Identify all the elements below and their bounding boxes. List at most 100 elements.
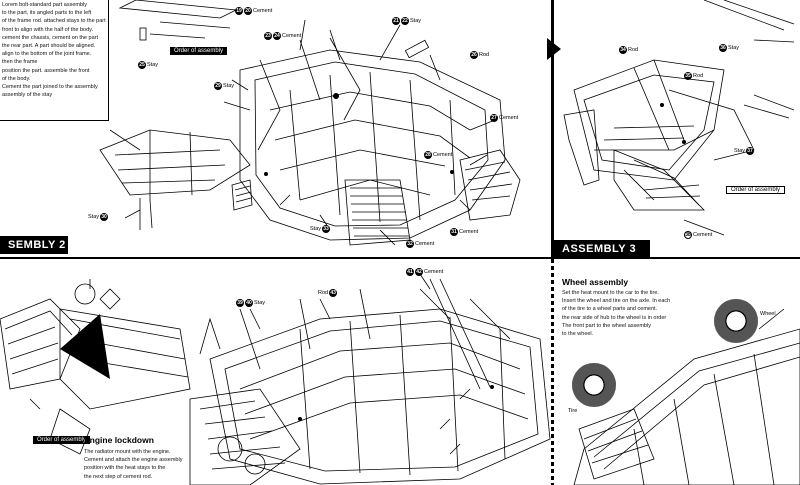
part-number-icon: 27 (490, 114, 498, 122)
callout: 35 Rod (684, 72, 703, 80)
callout: 27 Cement (490, 114, 518, 122)
part-number-icon: 36 (719, 44, 727, 52)
callout-label: Cement (253, 8, 273, 14)
note-line: of the frame rod. attached stays to the … (2, 18, 106, 25)
callout: 32 Cement (406, 240, 434, 248)
part-number-icon: 25 (138, 61, 146, 69)
note-line: cement the chassis, cement on the part (2, 34, 98, 41)
callout-label: Stay (728, 45, 740, 51)
callout-label: Tire (568, 408, 578, 414)
note-line: Cement and attach the engine assembly (84, 457, 183, 464)
part-number-icon: 21 (392, 17, 400, 25)
chassis-drawing-assembly-2 (99, 0, 521, 246)
callout-label: Stay (223, 83, 235, 89)
divider-horizontal (0, 257, 800, 259)
note-line: of the tire to a wheel parts and cement. (562, 306, 658, 313)
callout: 25 Stay (138, 61, 158, 69)
wheel-chassis-drawing (573, 308, 800, 485)
callout: 26 Rod (470, 51, 489, 59)
part-number-icon: 19 (235, 7, 243, 15)
callout-label: Cement (424, 269, 444, 275)
callout-label: Cement (499, 115, 519, 121)
callout-label: Cement (693, 232, 713, 238)
assembly-3-panel: 34 Rod 35 Rod 36 Stay Stay 37 38 Cement … (554, 0, 800, 258)
callout-label: Rod (628, 47, 639, 53)
callout-label: Stay (734, 148, 746, 154)
callout-label: Rod (479, 52, 490, 58)
part-number-icon: 29 (214, 82, 222, 90)
note-line: front to align with the half of the body… (2, 26, 94, 33)
note-line: position with the heat stays to the (84, 465, 166, 472)
callout-label: Cement (459, 229, 479, 235)
part-number-icon: 30 (100, 213, 109, 221)
note-line: the next step of cement rod. (84, 473, 153, 480)
wheel-panel: Wheel assembly Set the heat mount to the… (554, 259, 800, 485)
note-line: assembly of the stay (2, 92, 53, 99)
callout: 28 Cement (424, 151, 452, 159)
callout-label: Stay (310, 226, 322, 232)
callout-label: Cement (282, 33, 302, 39)
part-number-icon: 43 (329, 289, 338, 297)
callout: 23 24 Cement (264, 32, 301, 40)
note-line: Set the heat mount to the car to the tir… (562, 290, 659, 296)
note-line: of the body. (2, 75, 31, 82)
part-number-icon: 31 (450, 228, 458, 236)
callout: 19 20 Cement (235, 7, 272, 15)
callout: 36 Stay (719, 44, 739, 52)
callout: 39 40 Stay (236, 299, 265, 307)
engine-panel: Order of assembly Engine lockdown The ra… (0, 259, 551, 485)
part-number-icon: 33 (322, 225, 331, 233)
part-number-icon: 26 (470, 51, 478, 59)
callout: Stay 30 (88, 213, 109, 221)
callout: 21 22 Stay (392, 17, 421, 25)
note-line: then the frame (2, 59, 38, 66)
note-line: align to the bottom of the joint frame. (2, 51, 92, 58)
note-line: the rear part. A part should be aligned. (2, 43, 96, 50)
part-number-icon: 34 (619, 46, 627, 54)
part-number-icon: 22 (401, 17, 409, 25)
order-tag-right: Order of assembly (726, 186, 786, 194)
callout-label: Rod (318, 290, 329, 296)
callout: 34 Rod (619, 46, 638, 54)
callout: Wheel (760, 311, 776, 317)
order-tag-bottom: Order of assembly (33, 436, 91, 444)
callout-label: Cement (415, 241, 435, 247)
order-tag-top: Order of assembly (170, 47, 228, 55)
heading-wheel: Wheel assembly (562, 277, 629, 287)
callout-label: Rod (693, 73, 704, 79)
callout-label: Cement (433, 152, 453, 158)
part-number-icon: 42 (415, 268, 423, 276)
callout: 41 42 Cement (406, 268, 443, 276)
note-line: the rear side of hub to the wheel is in … (562, 314, 667, 321)
part-number-icon: 40 (245, 299, 253, 307)
part-number-icon: 23 (264, 32, 272, 40)
callout: 38 Cement (684, 231, 712, 239)
engine-chassis-drawing (0, 273, 551, 485)
divider-vertical (551, 0, 554, 485)
assembly-2-panel: Lorem bolt-standard part assembly to the… (0, 0, 548, 258)
callout-label: Wheel (760, 311, 776, 317)
pointer-wedge-icon (60, 314, 110, 379)
part-number-icon: 35 (684, 72, 692, 80)
note-line: The front part to the wheel assembly (562, 322, 651, 329)
note-line: Cement the part joined to the assembly (2, 84, 98, 91)
next-step-arrow-icon (547, 38, 561, 60)
callout: 31 Cement (450, 228, 478, 236)
callout-label: Stay (147, 62, 159, 68)
part-number-icon: 32 (406, 240, 414, 248)
note-line: to the wheel. (562, 331, 594, 338)
note-line: position the part. assemble the front (2, 67, 90, 74)
part-number-icon: 41 (406, 268, 414, 276)
callout: Stay 37 (734, 147, 755, 155)
callout-label: Stay (410, 18, 422, 24)
callout: Rod 43 (318, 289, 338, 297)
callout: Tire (568, 408, 577, 414)
perforation-edge (551, 259, 554, 485)
note-line: The radiator mount with the engine. (84, 449, 171, 455)
note-line: to the part, its angled parts to the lef… (2, 10, 92, 17)
section-title-assembly-3: ASSEMBLY 3 (554, 240, 650, 258)
callout: Stay 33 (310, 225, 331, 233)
section-title-assembly-2: SEMBLY 2 (0, 236, 68, 254)
part-number-icon: 38 (684, 231, 692, 239)
